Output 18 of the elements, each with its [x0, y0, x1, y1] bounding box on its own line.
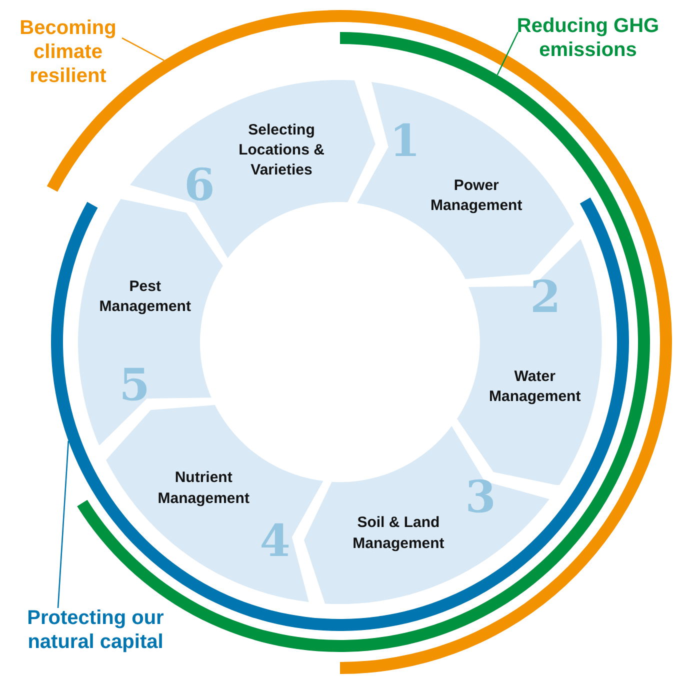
step-number: 5	[119, 364, 150, 408]
resilience-label: Becoming climate resilient	[18, 16, 118, 88]
step-number: 2	[530, 276, 561, 320]
step-number: 4	[260, 520, 290, 564]
natural-capital-label: Protecting our natural capital	[26, 606, 165, 654]
leader-line	[57, 440, 70, 608]
step-label: Pest Management	[98, 276, 192, 317]
leader-line	[496, 32, 519, 76]
step-label: Water Management	[488, 366, 582, 407]
emissions-label: Reducing GHG emissions	[516, 14, 660, 62]
step-number: 1	[390, 120, 420, 164]
step-number: 6	[184, 164, 215, 208]
step-label: Selecting Locations & Varieties	[238, 120, 326, 181]
leader-line	[122, 37, 164, 62]
step-label: Power Management	[430, 175, 524, 216]
step-label: Nutrient Management	[156, 468, 250, 508]
step-number: 3	[465, 476, 496, 520]
step-label: Soil & Land Management	[352, 513, 446, 554]
